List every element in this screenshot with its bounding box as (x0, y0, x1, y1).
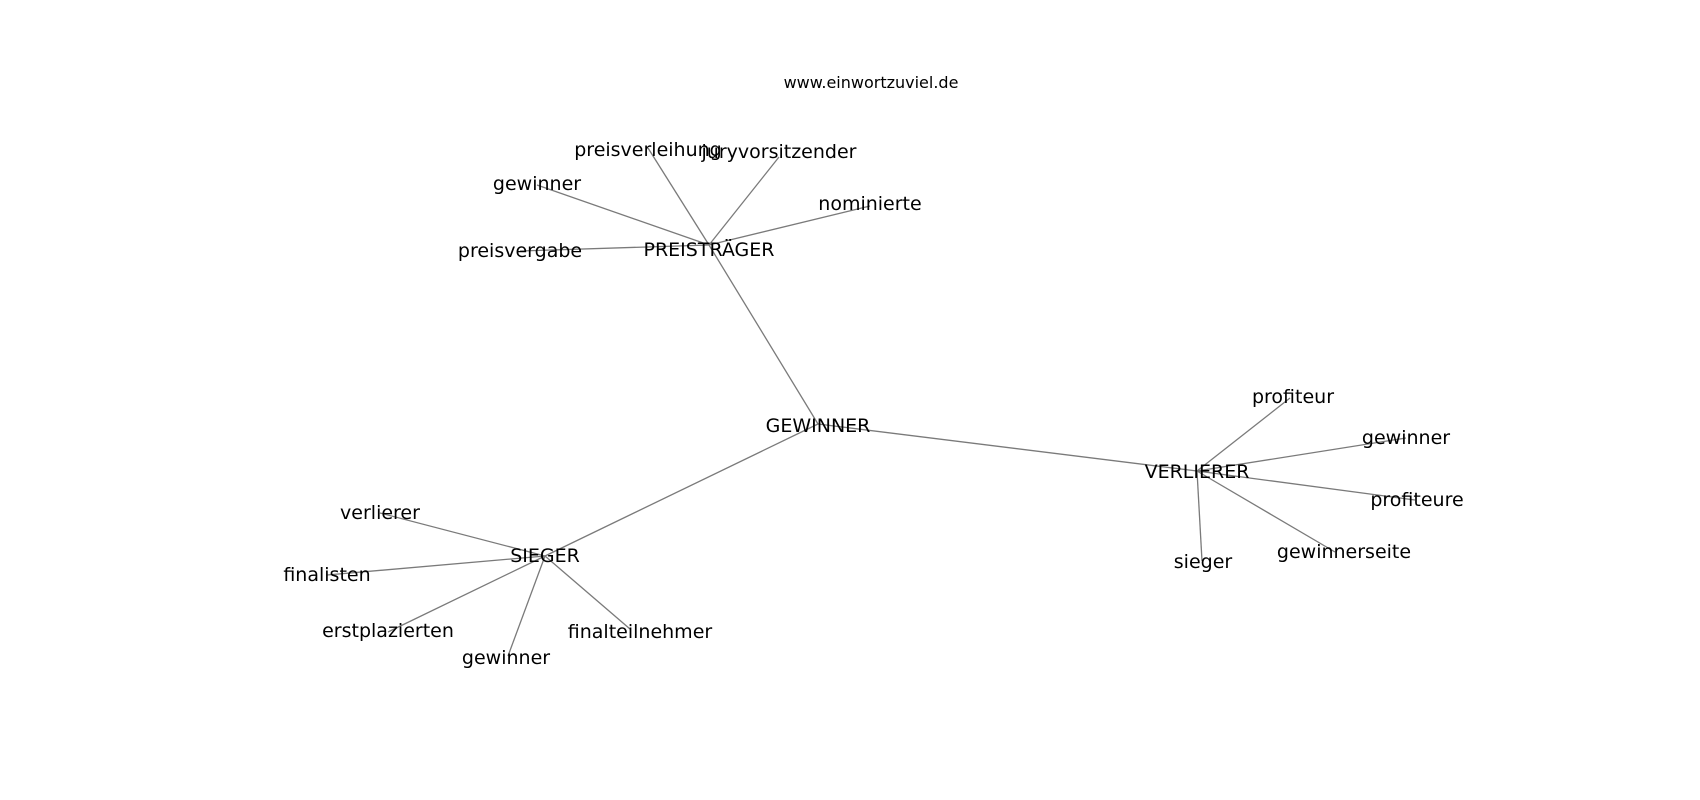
node-leaf: profiteure (1370, 489, 1463, 511)
edge-center-preistraeger (708, 244, 819, 425)
node-leaf: juryvorsitzender (701, 141, 857, 163)
node-leaf: verlierer (340, 502, 420, 524)
edge-preistraeger-preisvergabe (519, 244, 710, 252)
edge-verlierer-profiteur (1196, 397, 1291, 472)
node-leaf: sieger (1174, 551, 1233, 573)
edge-center-verlierer (817, 423, 1198, 472)
edge-verlierer-sieger (1196, 470, 1203, 562)
node-hub-preistraeger: PREISTRÄGER (644, 238, 775, 261)
edge-preistraeger-gewinner (536, 184, 710, 246)
node-leaf: finalteilnehmer (568, 621, 713, 643)
watermark: www.einwortzuviel.de (784, 73, 959, 92)
edge-sieger-verlierer (379, 512, 546, 557)
edge-verlierer-profiteure (1196, 470, 1416, 501)
node-leaf: finalisten (283, 564, 370, 586)
node-leaf: gewinner (1362, 427, 1450, 449)
node-leaf: gewinner (493, 173, 581, 195)
edge-verlierer-gewinnerseite (1196, 470, 1336, 553)
edge-sieger-finalteilnehmer (544, 555, 631, 630)
node-leaf: preisverleihung (574, 139, 722, 161)
edge-sieger-finalisten (326, 555, 546, 576)
node-hub-sieger: SIEGER (510, 545, 580, 567)
edge-sieger-erstplazierten (387, 555, 546, 633)
node-leaf: preisvergabe (458, 240, 582, 262)
edge-center-sieger (544, 423, 819, 557)
node-leaf: gewinnerseite (1277, 541, 1411, 563)
node-leaf: nominierte (818, 193, 921, 215)
node-center: GEWINNER (766, 415, 871, 437)
edge-preistraeger-juryvorsitzender (708, 156, 780, 246)
edge-preistraeger-preisverleihung (647, 147, 710, 246)
edge-sieger-gewinner (507, 555, 546, 657)
edge-preistraeger-nominierte (708, 205, 871, 246)
node-hub-verlierer: VERLIERER (1145, 461, 1250, 483)
edge-verlierer-gewinner (1196, 437, 1407, 472)
node-leaf: gewinner (462, 647, 550, 669)
node-leaf: erstplazierten (322, 620, 454, 642)
node-leaf: profiteur (1252, 386, 1334, 408)
